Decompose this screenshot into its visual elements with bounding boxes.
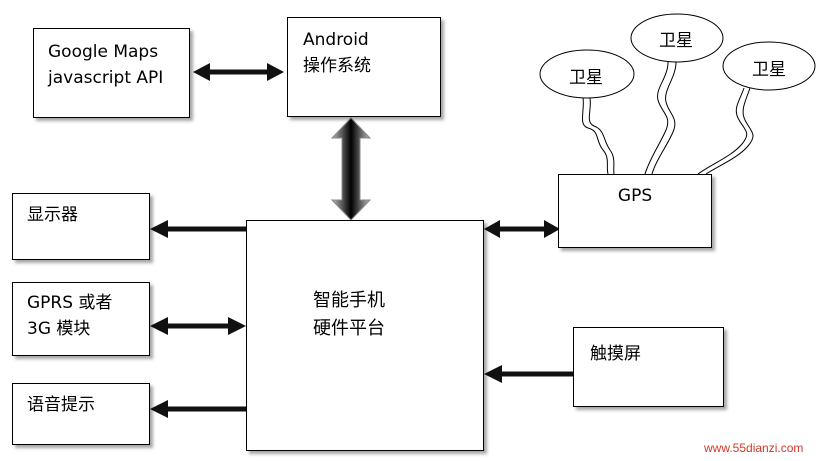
gprs-3g-module-box: GPRS 或者 3G 模块 xyxy=(12,282,150,356)
google-maps-api-box: Google Maps javascript API xyxy=(33,28,190,118)
satellite-label-3: 卫星 xyxy=(752,60,786,80)
satellite-oval-2 xyxy=(630,13,724,63)
satellite-oval-3 xyxy=(722,41,816,91)
display-label: 显示器 xyxy=(27,205,78,225)
arrow-platform-gps xyxy=(484,220,560,238)
gps-label: GPS xyxy=(617,186,653,206)
arrow-platform-gprs xyxy=(150,317,246,335)
smartphone-hardware-platform-box: 智能手机 硬件平台 xyxy=(246,220,484,451)
platform-line1: 智能手机 xyxy=(313,290,385,311)
android-os-box: Android 操作系统 xyxy=(287,17,441,117)
gprs-line2: 3G 模块 xyxy=(27,319,91,339)
platform-line2: 硬件平台 xyxy=(313,318,385,339)
google-maps-line2: javascript API xyxy=(48,68,164,88)
voice-label: 语音提示 xyxy=(27,395,95,415)
arrow-googlemaps-android xyxy=(193,63,284,81)
arrow-touchscreen-platform xyxy=(484,365,573,383)
satellite-label-2: 卫星 xyxy=(659,31,693,51)
signal-line-1 xyxy=(582,97,609,175)
voice-prompt-box: 语音提示 xyxy=(12,383,150,445)
signal-line-2b xyxy=(651,61,677,175)
signal-line-3b xyxy=(705,87,754,175)
signal-line-3 xyxy=(697,87,748,175)
watermark-text: www.55dianzi.com xyxy=(704,441,804,455)
android-line2: 操作系统 xyxy=(303,56,371,76)
signal-lines xyxy=(582,61,754,175)
android-line1: Android xyxy=(303,30,369,50)
touchscreen-box: 触摸屏 xyxy=(573,327,724,407)
google-maps-line1: Google Maps xyxy=(48,42,159,62)
gps-box: GPS xyxy=(558,174,712,248)
gprs-line1: GPRS 或者 xyxy=(27,293,113,313)
arrow-platform-display xyxy=(150,220,246,238)
display-box: 显示器 xyxy=(12,193,150,260)
signal-line-2 xyxy=(644,61,669,175)
arrow-platform-voice xyxy=(150,400,246,418)
touchscreen-label: 触摸屏 xyxy=(590,344,641,364)
satellite-label-1: 卫星 xyxy=(569,68,603,88)
satellite-oval-1 xyxy=(539,49,635,99)
signal-line-1b xyxy=(588,97,615,175)
arrow-android-platform xyxy=(330,117,372,221)
